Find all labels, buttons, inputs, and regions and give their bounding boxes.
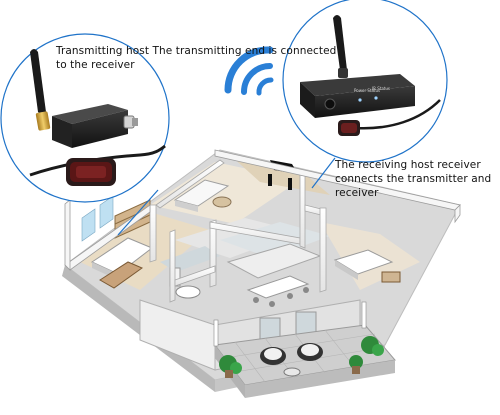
wifi-signal-icon	[224, 46, 274, 96]
lounge-chair	[260, 343, 323, 377]
power-status-label: Power Status	[354, 88, 380, 93]
ir-emitter-icon	[66, 158, 116, 186]
ir-status-label: IR Status	[372, 86, 390, 91]
receiver-label: The receiving host receiver connects the…	[335, 159, 492, 199]
potted-plant	[219, 336, 384, 378]
receiver-front-panel	[324, 96, 378, 110]
transmitter-label: Transmitting host The transmitting end i…	[56, 45, 337, 71]
antenna-icon	[30, 49, 51, 131]
receiver-device: Power Status IR Status	[300, 15, 441, 136]
ir-receiver-icon	[338, 120, 360, 136]
antenna-icon	[333, 15, 348, 78]
transmitter-device	[29, 49, 166, 186]
terrace	[213, 301, 396, 398]
